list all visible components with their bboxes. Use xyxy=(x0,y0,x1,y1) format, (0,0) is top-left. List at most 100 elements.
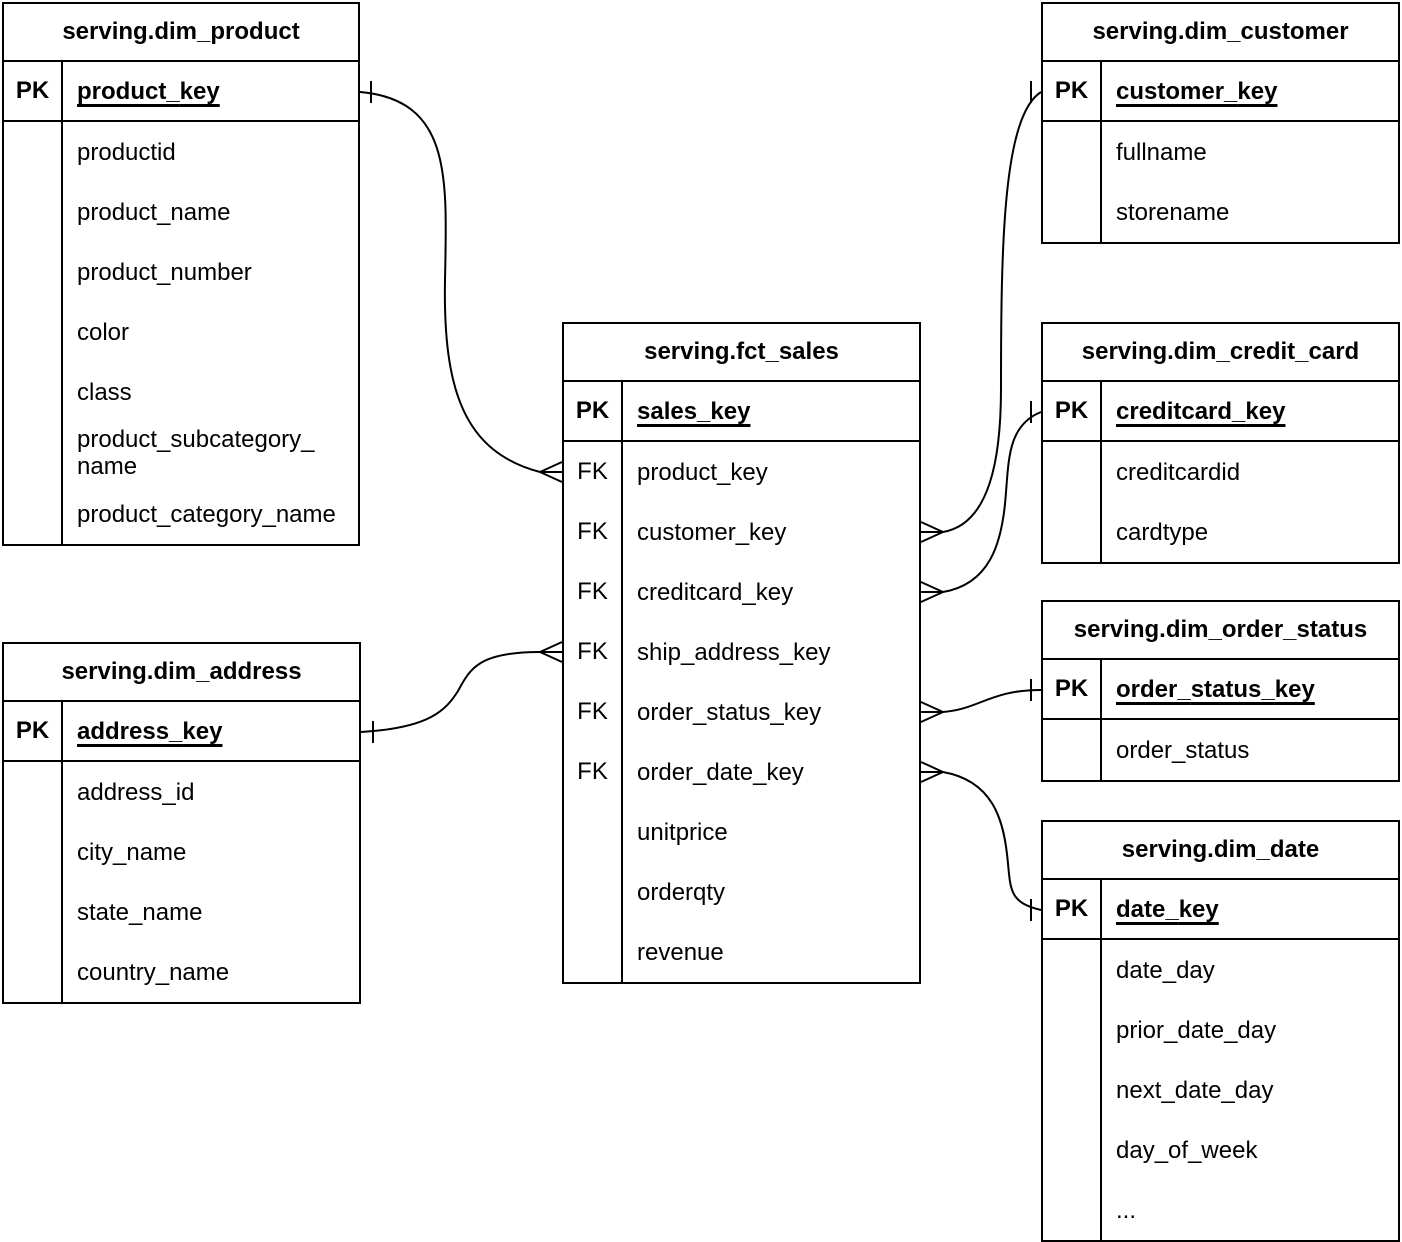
field-country_name: country_name xyxy=(63,942,359,1002)
field-text: address_id xyxy=(77,778,195,806)
pk-tag: PK xyxy=(1043,660,1102,718)
empty-tag xyxy=(1043,1000,1102,1060)
crows-foot-many-marker xyxy=(539,461,563,473)
field-creditcard_key: creditcard_key xyxy=(1102,382,1398,440)
field-product_category_name: product_category_name xyxy=(63,484,358,544)
field-sales_key: sales_key xyxy=(623,382,919,440)
row-product_category_name: product_category_name xyxy=(4,484,358,544)
field-order_status_key: order_status_key xyxy=(1102,660,1398,718)
field-text: creditcard_key xyxy=(637,578,794,606)
row-day_of_week: day_of_week xyxy=(1043,1120,1398,1180)
entity-title-fct_sales: serving.fct_sales xyxy=(564,324,919,382)
field-productid: productid xyxy=(63,122,358,182)
field-text: revenue xyxy=(637,938,724,966)
row-address_id: address_id xyxy=(4,762,359,822)
field-text: date_day xyxy=(1116,956,1215,984)
empty-tag xyxy=(4,362,63,422)
relation-line xyxy=(360,651,541,733)
crows-foot-many-marker xyxy=(920,771,944,783)
field-city_name: city_name xyxy=(63,822,359,882)
empty-tag xyxy=(1043,502,1102,562)
empty-tag xyxy=(1043,1180,1102,1240)
row-productid: productid xyxy=(4,122,358,182)
row-fullname: fullname xyxy=(1043,122,1398,182)
field-ship_address_key: ship_address_key xyxy=(623,622,919,682)
field-next_date_day: next_date_day xyxy=(1102,1060,1398,1120)
pk-tag: PK xyxy=(4,62,63,120)
relation-line xyxy=(942,411,1042,593)
relation-fct_product xyxy=(359,81,563,483)
row-product_subcategory_name: product_subcategory_name xyxy=(4,422,358,484)
row-unitprice: unitprice xyxy=(564,802,919,862)
field-order_status_key: order_status_key xyxy=(623,682,919,742)
crows-foot-many-marker xyxy=(920,591,944,603)
field-product_name: product_name xyxy=(63,182,358,242)
empty-tag xyxy=(1043,1120,1102,1180)
row-revenue: revenue xyxy=(564,922,919,982)
row-city_name: city_name xyxy=(4,822,359,882)
fk-tag: FK xyxy=(564,502,623,562)
row-ship_address_key: FK ship_address_key xyxy=(564,622,919,682)
row-next_date_day: next_date_day xyxy=(1043,1060,1398,1120)
field-order_date_key: order_date_key xyxy=(623,742,919,802)
field-text: order_date_key xyxy=(637,758,804,786)
crows-foot-many-marker xyxy=(539,651,563,663)
field-product_key: product_key xyxy=(623,442,919,502)
empty-tag xyxy=(564,802,623,862)
field-text: sales_key xyxy=(637,397,751,425)
field-date_key: date_key xyxy=(1102,880,1398,938)
relation-line xyxy=(942,689,1042,713)
crows-foot-many-marker xyxy=(539,471,563,483)
row-etc: ... xyxy=(1043,1180,1398,1240)
field-text: product_key xyxy=(637,458,768,486)
field-text: unitprice xyxy=(637,818,728,846)
field-class: class xyxy=(63,362,358,422)
crows-foot-many-marker xyxy=(920,701,944,713)
field-text: ship_address_key xyxy=(637,638,831,666)
field-text: customer_key xyxy=(637,518,787,546)
fk-tag: FK xyxy=(564,562,623,622)
field-text: order_status_key xyxy=(637,698,822,726)
field-address_key: address_key xyxy=(63,702,359,760)
empty-tag xyxy=(1043,720,1102,780)
field-text: next_date_day xyxy=(1116,1076,1274,1104)
empty-tag xyxy=(4,302,63,362)
field-text: creditcardid xyxy=(1116,458,1241,486)
field-cardtype: cardtype xyxy=(1102,502,1398,562)
field-product_key: product_key xyxy=(63,62,358,120)
field-state_name: state_name xyxy=(63,882,359,942)
field-product_number: product_number xyxy=(63,242,358,302)
fk-tag: FK xyxy=(564,682,623,742)
field-fullname: fullname xyxy=(1102,122,1398,182)
entity-title-dim_credit_card: serving.dim_credit_card xyxy=(1043,324,1398,382)
field-text: product_number xyxy=(77,258,252,286)
relation-line xyxy=(359,91,541,473)
crows-foot-many-marker xyxy=(539,641,563,653)
field-text: product_key xyxy=(77,77,220,105)
field-text: product_name xyxy=(77,198,231,226)
field-address_id: address_id xyxy=(63,762,359,822)
field-order_status: order_status xyxy=(1102,720,1398,780)
field-text: cardtype xyxy=(1116,518,1209,546)
field-color: color xyxy=(63,302,358,362)
fk-tag: FK xyxy=(564,622,623,682)
row-cardtype: cardtype xyxy=(1043,502,1398,562)
pk-tag: PK xyxy=(4,702,63,760)
field-creditcard_key: creditcard_key xyxy=(623,562,919,622)
row-customer_key: FK customer_key xyxy=(564,502,919,562)
field-text: ... xyxy=(1116,1196,1137,1224)
field-date_day: date_day xyxy=(1102,940,1398,1000)
field-storename: storename xyxy=(1102,182,1398,242)
entity-title-dim_date: serving.dim_date xyxy=(1043,822,1398,880)
field-day_of_week: day_of_week xyxy=(1102,1120,1398,1180)
row-date_day: date_day xyxy=(1043,940,1398,1000)
field-text: day_of_week xyxy=(1116,1136,1258,1164)
